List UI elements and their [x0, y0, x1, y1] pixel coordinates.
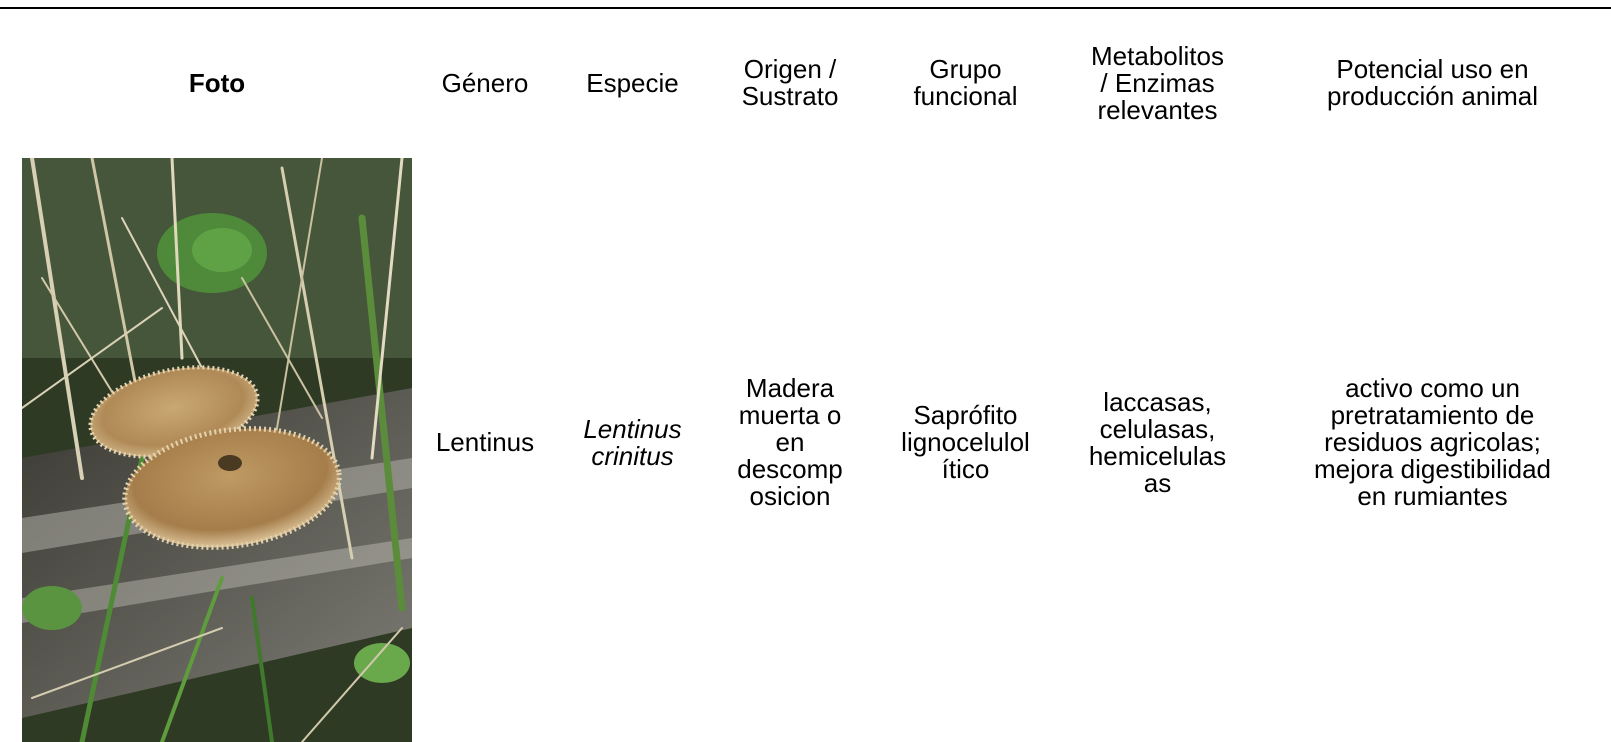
cell-genero: Lentinus	[435, 427, 535, 457]
header-genero: Género	[441, 67, 529, 98]
cell-metabolitos: laccasas, celulasas, hemicelulas as	[1088, 386, 1227, 498]
cell-origen: Madera muerta o en descomp osicion	[737, 373, 843, 511]
cell-grupo: Saprófito lignocelulol ítico	[901, 400, 1030, 484]
top-rule	[0, 7, 1611, 9]
header-grupo: Grupo funcional	[913, 54, 1018, 111]
header-origen: Origen / Sustrato	[741, 54, 839, 111]
header-especie: Especie	[586, 67, 679, 98]
header-foto: Foto	[188, 67, 246, 98]
header-metabolitos: Metabolitos / Enzimas relevantes	[1091, 40, 1224, 125]
mushroom-photo	[22, 158, 412, 742]
cell-especie: Lentinus crinitus	[583, 413, 682, 471]
header-potencial: Potencial uso en producción animal	[1326, 54, 1538, 111]
cell-potencial: activo como un pretratamiento de residuo…	[1313, 373, 1552, 511]
